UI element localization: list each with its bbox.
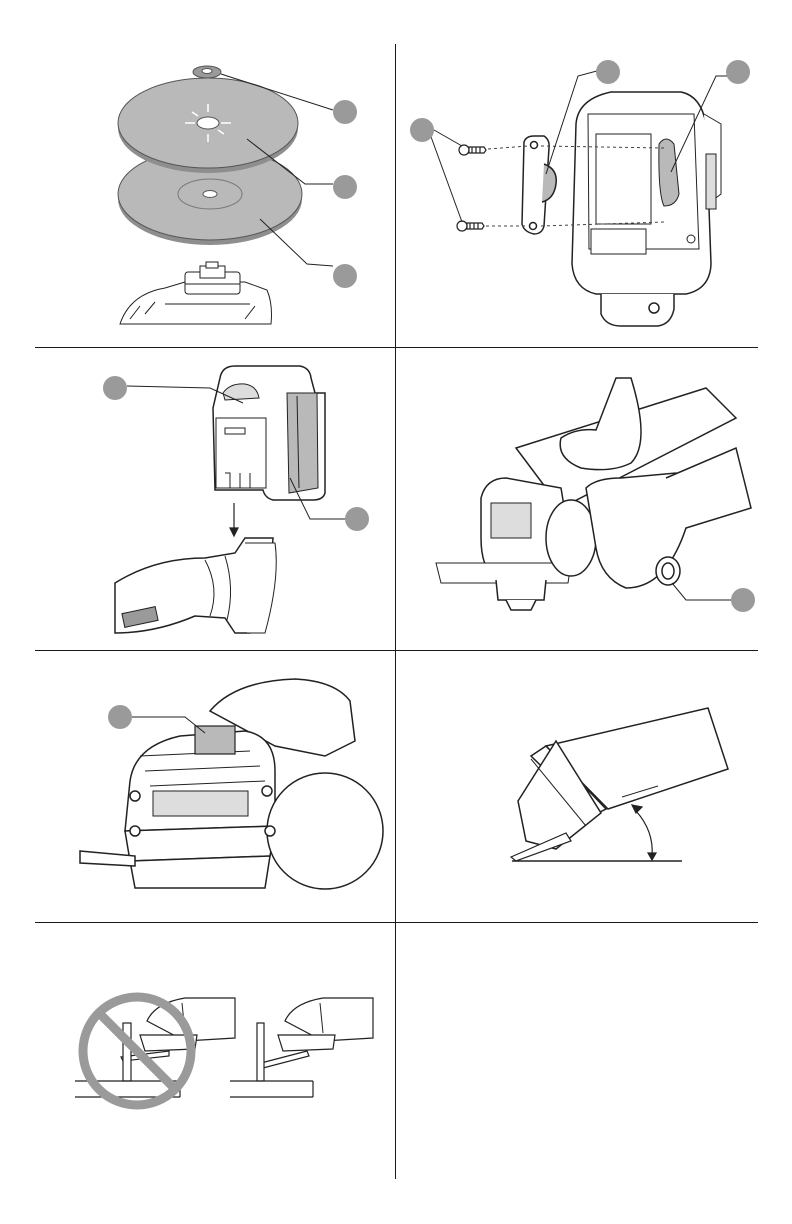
- figure-battery-insert: [35, 348, 395, 650]
- flange-nut-icon: [193, 66, 221, 78]
- callout-marker: [596, 60, 620, 84]
- callout-marker: [410, 118, 434, 142]
- workpiece-vertical: [257, 1023, 264, 1081]
- callout-marker: [333, 100, 357, 124]
- arrow-down-icon: [230, 503, 238, 536]
- screw-icon: [459, 145, 486, 155]
- screw-icon: [457, 221, 484, 231]
- figure-two-hand-grip: [396, 348, 758, 650]
- workpiece-vertical: [123, 1023, 131, 1081]
- bracket-icon: [522, 136, 556, 234]
- blank-panel: [396, 923, 758, 1179]
- battery-pack-icon: [213, 366, 325, 500]
- callout-marker: [333, 264, 357, 288]
- leader-lines: [672, 583, 733, 600]
- leader-lines: [132, 717, 205, 733]
- figure-wheel-assembly: [35, 44, 395, 347]
- prohibited-icon: [83, 997, 191, 1105]
- grinder-tail-icon: [115, 538, 276, 633]
- grinder-profile-icon: [261, 998, 373, 1068]
- battery-housing-icon: [572, 92, 721, 326]
- side-handle-icon: [656, 557, 680, 585]
- spindle-icon: [120, 262, 272, 324]
- figure-incorrect-correct-usage: [35, 923, 395, 1179]
- figure-spindle-lock: [35, 651, 395, 922]
- angle-arc-icon: [632, 805, 656, 860]
- callout-marker: [108, 705, 132, 729]
- figure-guard-screws: [396, 44, 758, 347]
- backing-flange-icon: [118, 78, 298, 173]
- grinder-profile-icon: [518, 708, 728, 849]
- callout-marker: [731, 588, 755, 612]
- callout-marker: [333, 175, 357, 199]
- figure-grinding-angle: [396, 651, 758, 922]
- callout-marker: [103, 376, 127, 400]
- callout-marker: [345, 507, 369, 531]
- callout-marker: [726, 60, 750, 84]
